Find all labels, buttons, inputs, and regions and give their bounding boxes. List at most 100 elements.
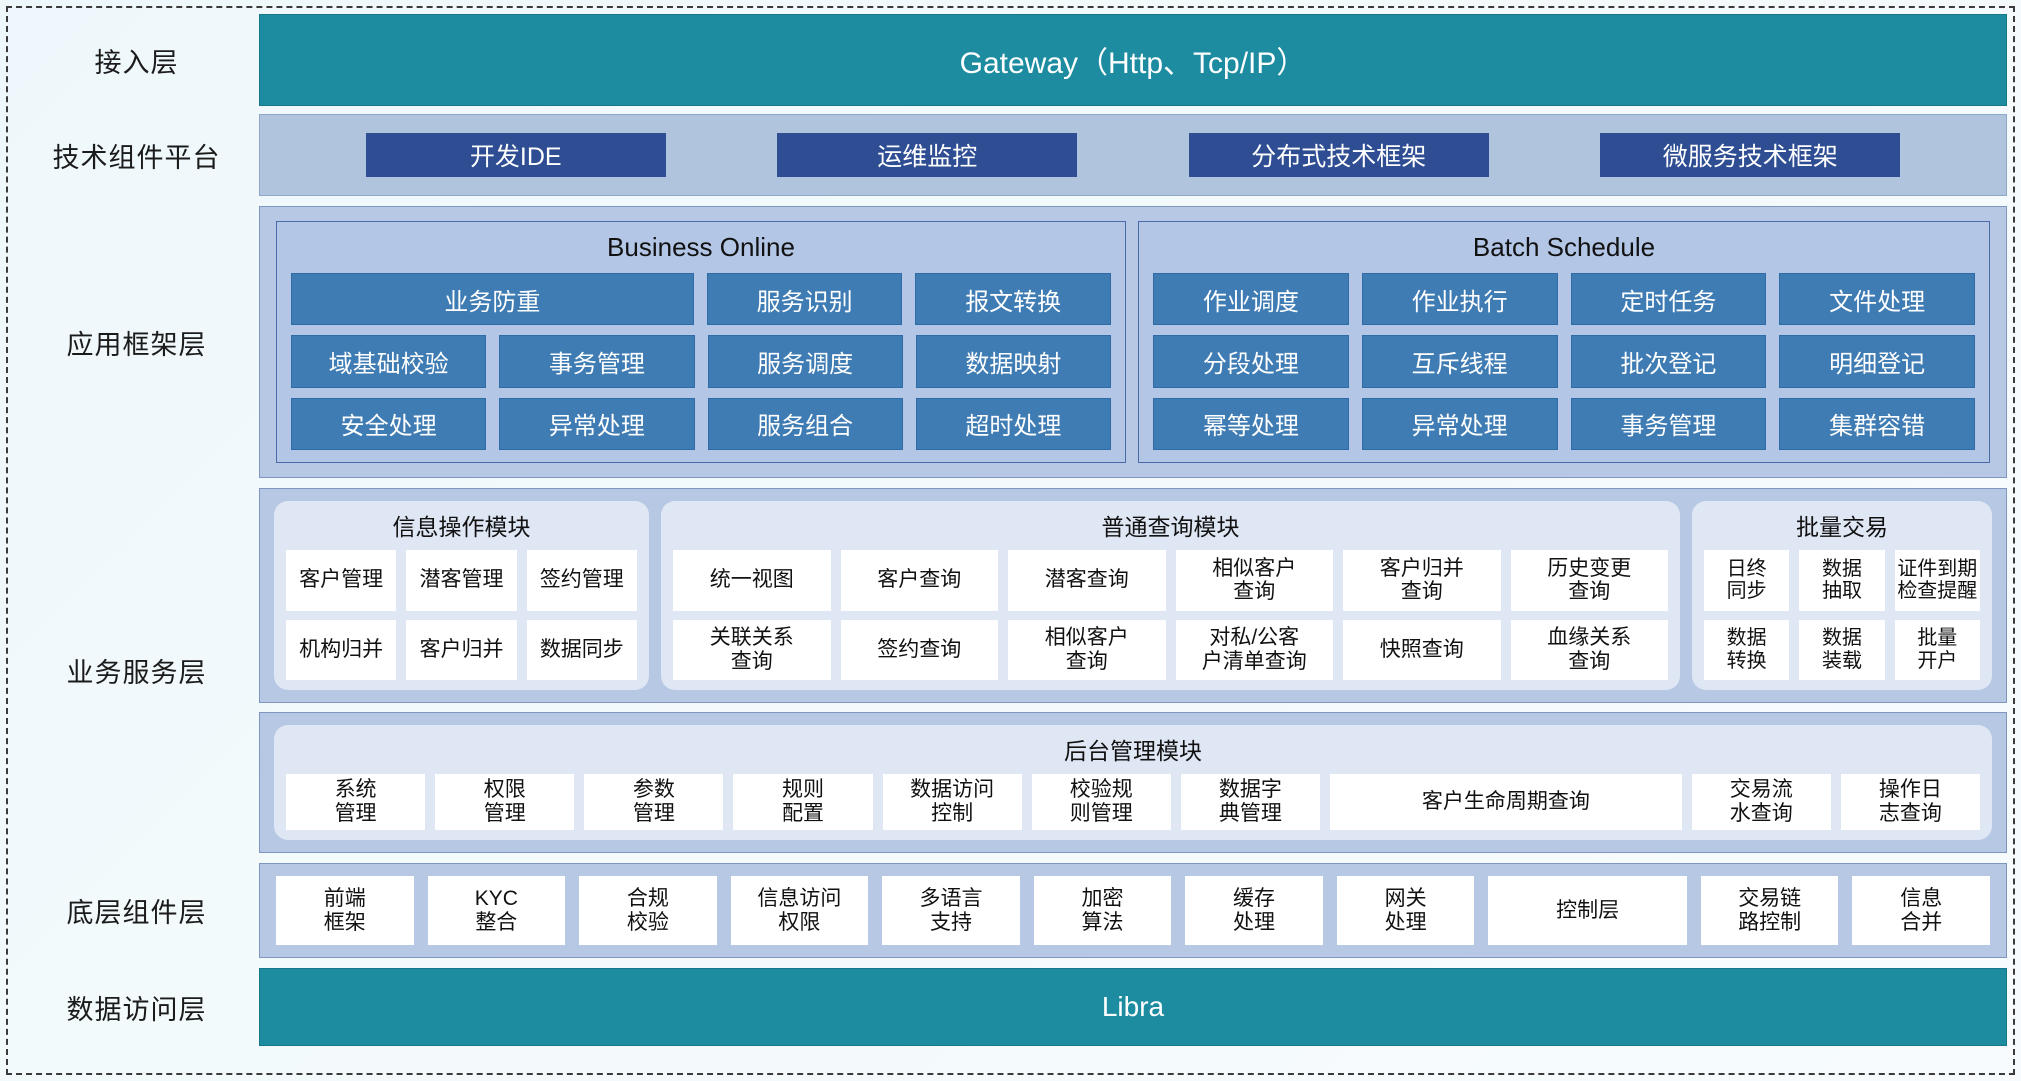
- framework-cell[interactable]: 异常处理: [1361, 397, 1558, 450]
- service-cell[interactable]: 相似客户 查询: [1008, 619, 1166, 680]
- admin-cell[interactable]: 参数 管理: [584, 774, 724, 830]
- admin-cell[interactable]: 数据字 典管理: [1180, 774, 1320, 830]
- gateway-bar[interactable]: Gateway（Http、Tcp/IP）: [259, 14, 2007, 106]
- base-cell[interactable]: 控制层: [1488, 876, 1687, 945]
- tech-chip[interactable]: 分布式技术框架: [1188, 133, 1489, 177]
- service-cell[interactable]: 证件到期 检查提醒: [1894, 550, 1980, 611]
- base-cell[interactable]: 交易链 路控制: [1700, 876, 1839, 945]
- framework-cell[interactable]: 服务组合: [707, 397, 903, 450]
- service-module-rows: 客户管理潜客管理签约管理机构归并客户归并数据同步: [286, 550, 637, 680]
- service-cell[interactable]: 数据 装载: [1799, 619, 1885, 680]
- base-cell[interactable]: 合规 校验: [579, 876, 717, 945]
- tech-chip[interactable]: 微服务技术框架: [1600, 133, 1901, 177]
- layer-label-data-access: 数据访问层: [66, 994, 207, 1025]
- framework-cell[interactable]: 明细登记: [1779, 335, 1975, 388]
- service-cell[interactable]: 数据 转换: [1704, 619, 1790, 680]
- service-module-title: 普通查询模块: [1101, 514, 1240, 540]
- service-cell[interactable]: 签约查询: [840, 619, 998, 680]
- framework-cell[interactable]: 分段处理: [1153, 335, 1349, 388]
- diagram-border: [6, 6, 2015, 1075]
- framework-cell[interactable]: 互斥线程: [1361, 335, 1558, 388]
- service-cell[interactable]: 相似客户 查询: [1175, 550, 1333, 611]
- base-cell[interactable]: KYC 整合: [427, 876, 566, 945]
- layer-label-base-component: 底层组件层: [66, 898, 207, 928]
- service-module: 普通查询模块统一视图客户查询潜客查询相似客户 查询客户归并 查询历史变更 查询关…: [661, 501, 1680, 690]
- admin-cell[interactable]: 交易流 水查询: [1691, 774, 1831, 830]
- service-cell[interactable]: 关联关系 查询: [673, 619, 831, 680]
- layer-body-tech-platform: 开发IDE 运维监控 分布式技术框架 微服务技术框架: [259, 114, 2007, 196]
- service-cell[interactable]: 客户归并: [406, 619, 517, 680]
- service-cell[interactable]: 签约管理: [526, 550, 637, 611]
- service-cell[interactable]: 数据 抽取: [1799, 550, 1885, 611]
- framework-cell[interactable]: 异常处理: [499, 397, 695, 450]
- admin-cell[interactable]: 客户生命周期查询: [1329, 774, 1682, 830]
- service-cell[interactable]: 潜客管理: [406, 550, 517, 611]
- base-cell[interactable]: 多语言 支持: [882, 876, 1020, 945]
- service-cell[interactable]: 历史变更 查询: [1510, 550, 1668, 611]
- framework-row: 安全处理异常处理服务组合超时处理: [291, 397, 1111, 450]
- framework-row: 作业调度作业执行定时任务文件处理: [1153, 273, 1975, 326]
- service-cell[interactable]: 客户管理: [286, 550, 397, 611]
- framework-cell[interactable]: 文件处理: [1779, 273, 1975, 326]
- service-cell[interactable]: 快照查询: [1343, 619, 1501, 680]
- admin-module: 后台管理模块系统 管理权限 管理参数 管理规则 配置数据访问 控制校验规 则管理…: [274, 725, 1992, 840]
- admin-cell[interactable]: 系统 管理: [286, 774, 426, 830]
- service-module-rows: 统一视图客户查询潜客查询相似客户 查询客户归并 查询历史变更 查询关联关系 查询…: [673, 550, 1668, 680]
- layer-label-tech-platform: 技术组件平台: [52, 142, 221, 173]
- framework-cell[interactable]: 报文转换: [915, 273, 1111, 326]
- framework-cell[interactable]: 安全处理: [291, 397, 487, 450]
- tech-chip[interactable]: 运维监控: [777, 133, 1078, 177]
- service-cell[interactable]: 日终 同步: [1704, 550, 1790, 611]
- service-cell[interactable]: 机构归并: [286, 619, 397, 680]
- admin-cell[interactable]: 权限 管理: [435, 774, 575, 830]
- service-cell[interactable]: 数据同步: [526, 619, 637, 680]
- tech-chip[interactable]: 开发IDE: [365, 133, 666, 177]
- service-cell[interactable]: 客户归并 查询: [1343, 550, 1501, 611]
- admin-cell[interactable]: 数据访问 控制: [882, 774, 1022, 830]
- service-module: 信息操作模块客户管理潜客管理签约管理机构归并客户归并数据同步: [274, 501, 649, 690]
- framework-cell[interactable]: 服务调度: [707, 335, 903, 388]
- framework-cell[interactable]: 数据映射: [915, 335, 1111, 388]
- framework-cell[interactable]: 超时处理: [915, 397, 1111, 450]
- service-module-row: 统一视图客户查询潜客查询相似客户 查询客户归并 查询历史变更 查询: [673, 550, 1668, 611]
- framework-cell[interactable]: 作业执行: [1361, 273, 1558, 326]
- base-cell[interactable]: 前端 框架: [276, 876, 414, 945]
- framework-cell[interactable]: 服务识别: [706, 273, 903, 326]
- service-cell[interactable]: 批量 开户: [1894, 619, 1980, 680]
- framework-cell[interactable]: 定时任务: [1570, 273, 1767, 326]
- admin-cell[interactable]: 规则 配置: [733, 774, 873, 830]
- service-cell[interactable]: 潜客查询: [1008, 550, 1166, 611]
- framework-cell[interactable]: 业务防重: [291, 273, 694, 326]
- base-cell[interactable]: 网关 处理: [1336, 876, 1475, 945]
- service-cell[interactable]: 统一视图: [673, 550, 831, 611]
- service-cell[interactable]: 对私/公客 户清单查询: [1175, 619, 1333, 680]
- framework-group-rows: 作业调度作业执行定时任务文件处理分段处理互斥线程批次登记明细登记幂等处理异常处理…: [1153, 273, 1975, 450]
- admin-module-row: 后台管理模块系统 管理权限 管理参数 管理规则 配置数据访问 控制校验规 则管理…: [259, 712, 2007, 853]
- framework-cell[interactable]: 事务管理: [499, 335, 695, 388]
- libra-bar[interactable]: Libra: [259, 968, 2007, 1046]
- framework-cell[interactable]: 事务管理: [1570, 397, 1767, 450]
- base-cell[interactable]: 信息 合并: [1852, 876, 1991, 945]
- framework-group-title: Business Online: [607, 232, 795, 262]
- framework-row: 业务防重服务识别报文转换: [291, 273, 1111, 326]
- base-cell[interactable]: 信息访问 权限: [730, 876, 869, 945]
- framework-cell[interactable]: 域基础校验: [291, 335, 487, 388]
- admin-cell[interactable]: 校验规 则管理: [1031, 774, 1171, 830]
- admin-cell[interactable]: 操作日 志查询: [1840, 774, 1980, 830]
- framework-cell[interactable]: 幂等处理: [1153, 397, 1349, 450]
- framework-cell[interactable]: 批次登记: [1570, 335, 1767, 388]
- layer-label-app-framework: 应用框架层: [66, 329, 207, 360]
- base-cell[interactable]: 加密 算法: [1033, 876, 1172, 945]
- base-cell[interactable]: 缓存 处理: [1185, 876, 1323, 945]
- framework-cell[interactable]: 集群容错: [1779, 397, 1975, 450]
- service-cell[interactable]: 血缘关系 查询: [1510, 619, 1668, 680]
- service-cell[interactable]: 客户查询: [840, 550, 998, 611]
- service-module-row: 机构归并客户归并数据同步: [286, 619, 637, 680]
- framework-cell[interactable]: 作业调度: [1153, 273, 1349, 326]
- layer-body-access: Gateway（Http、Tcp/IP）: [259, 14, 2007, 106]
- service-module-row: 关联关系 查询签约查询相似客户 查询对私/公客 户清单查询快照查询血缘关系 查询: [673, 619, 1668, 680]
